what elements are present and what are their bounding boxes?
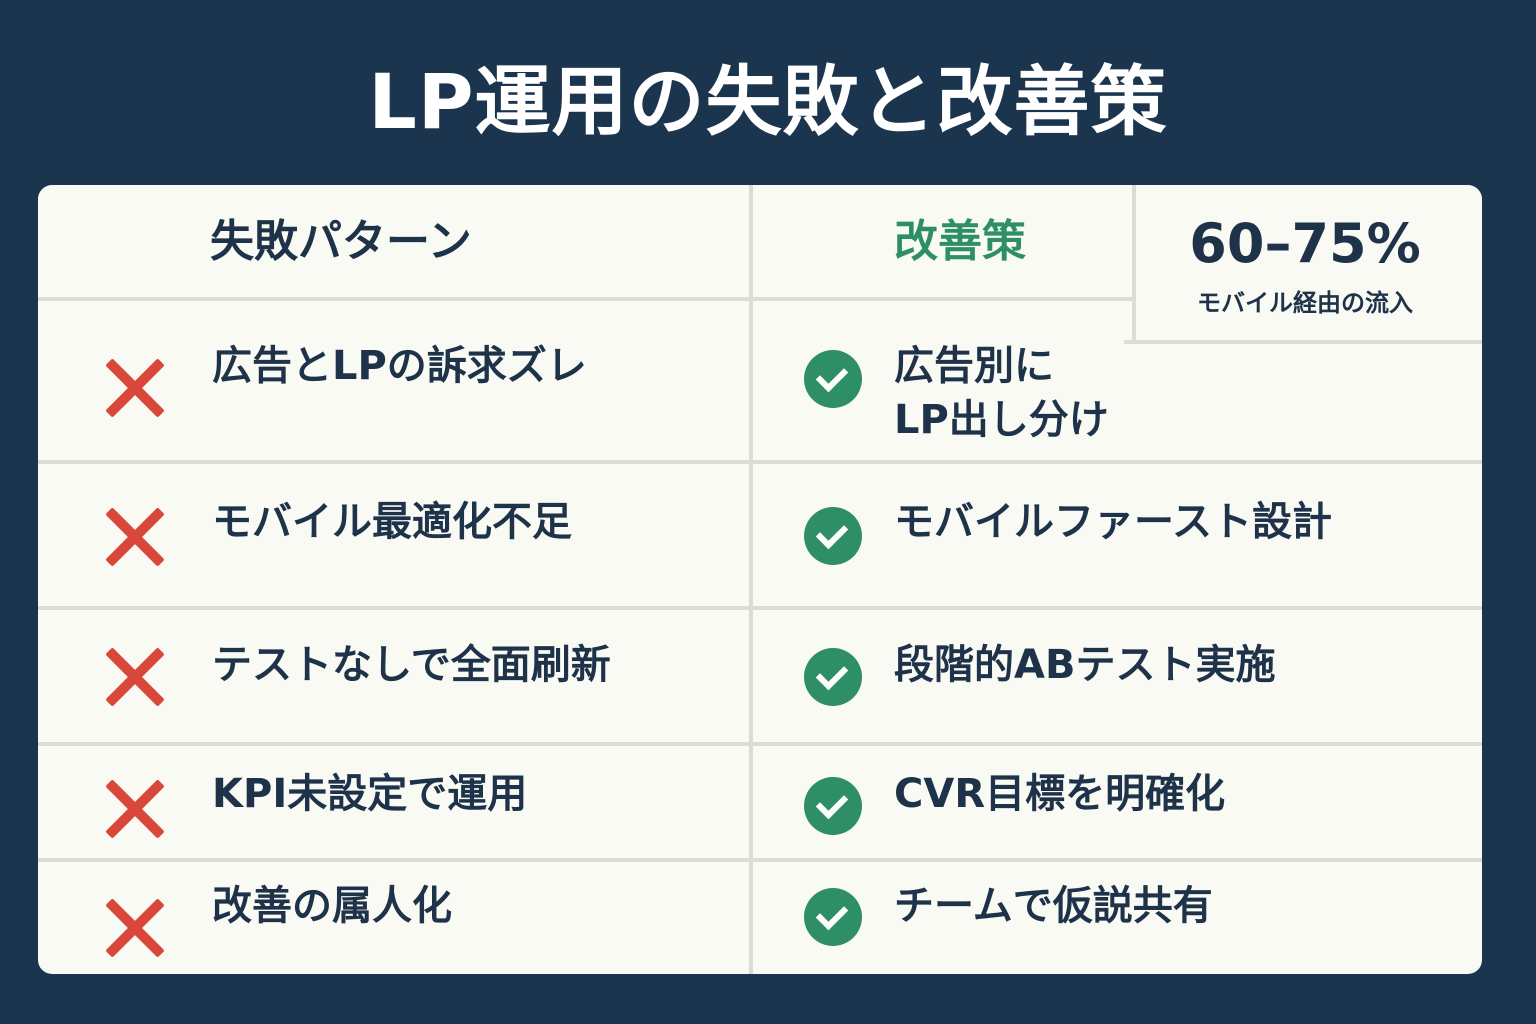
fix-item: 広告別に LP出し分け [894, 343, 1109, 443]
fail-item: 改善の属人化 [212, 883, 452, 929]
cross-icon [102, 355, 168, 421]
fix-item: チームで仮説共有 [894, 883, 1213, 929]
fix-column-header: 改善策 [894, 216, 1026, 267]
check-circle-icon [804, 777, 862, 835]
fix-item: CVR目標を明確化 [894, 771, 1226, 817]
comparison-table: 失敗パターン 改善策 60–75% モバイル経由の流入 広告とLPの訴求ズレ 広… [38, 185, 1482, 974]
column-divider [749, 185, 753, 974]
mobile-share-value: 60–75% [1189, 212, 1421, 275]
row-divider [38, 858, 1482, 862]
page-title: LP運用の失敗と改善策 [368, 57, 1168, 146]
cross-icon [102, 504, 168, 570]
table-row: モバイル最適化不足 モバイルファースト設計 [38, 464, 1482, 606]
cross-icon [102, 895, 168, 961]
mobile-share-label: モバイル経由の流入 [1197, 289, 1413, 317]
stat-box-bottom [1124, 340, 1482, 344]
row-divider [749, 297, 1132, 301]
stat-box-divider [1132, 185, 1136, 341]
check-circle-icon [804, 648, 862, 706]
row-divider [38, 742, 1482, 746]
table-row: KPI未設定で運用 CVR目標を明確化 [38, 746, 1482, 858]
fail-item: モバイル最適化不足 [212, 499, 572, 545]
fail-column-header: 失敗パターン [210, 216, 472, 267]
check-circle-icon [804, 888, 862, 946]
table-row: 広告とLPの訴求ズレ 広告別に LP出し分け [38, 300, 1482, 460]
fail-item: KPI未設定で運用 [212, 771, 528, 817]
cross-icon [102, 776, 168, 842]
fix-item: モバイルファースト設計 [894, 499, 1332, 545]
row-divider [38, 297, 749, 301]
check-circle-icon [804, 350, 862, 408]
cross-icon [102, 644, 168, 710]
fail-item: テストなしで全面刷新 [212, 642, 611, 688]
row-divider [38, 460, 1482, 464]
check-circle-icon [804, 507, 862, 565]
table-row: 改善の属人化 チームで仮説共有 [38, 862, 1482, 974]
table-row: テストなしで全面刷新 段階的ABテスト実施 [38, 610, 1482, 742]
row-divider [38, 606, 1482, 610]
fix-item: 段階的ABテスト実施 [894, 642, 1276, 688]
fail-item: 広告とLPの訴求ズレ [212, 343, 587, 389]
